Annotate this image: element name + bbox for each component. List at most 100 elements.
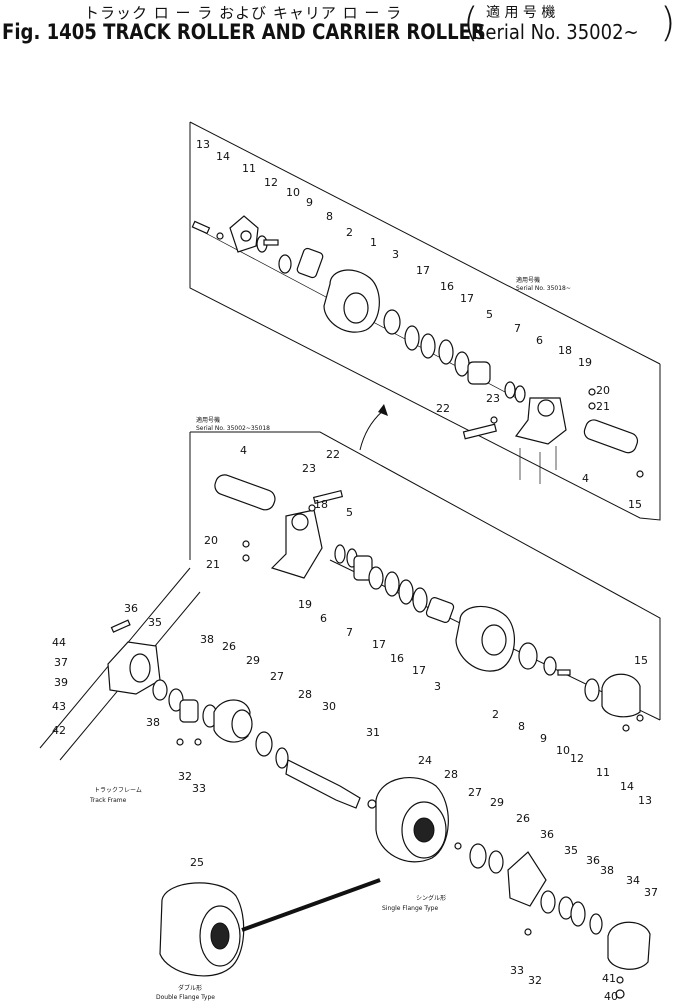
part-number-label: 18 [558,344,572,357]
part-number-label: 10 [286,186,300,199]
part-number-label: 12 [264,176,278,189]
part-number-label: 2 [492,708,499,721]
part-number-label: 3 [392,248,399,261]
part-number-label: 17 [460,292,474,305]
part-number-label: 36 [124,602,138,615]
part-number-label: 36 [540,828,554,841]
single-flange-jp-note: シングル形 [416,894,446,902]
track-frame-en-note: Track Frame [89,797,127,804]
part-number-label: 27 [468,786,482,799]
part-number-label: 12 [570,752,584,765]
part-number-label: 22 [436,402,450,415]
part-number-label: 1 [370,236,377,249]
part-number-label: 28 [444,768,458,781]
part-number-label: 6 [536,334,543,347]
double-flange-jp-note: ダブル形 [178,984,202,992]
part-number-label: 32 [528,974,542,987]
part-number-label: 35 [148,616,162,629]
part-number-label: 44 [52,636,66,649]
single-flange-en-note: Single Flange Type [382,905,438,912]
part-number-label: 22 [326,448,340,461]
part-number-label: 15 [634,654,648,667]
part-number-label: 4 [582,472,589,485]
part-number-label: 38 [146,716,160,729]
part-number-label: 40 [604,990,618,1003]
part-number-label: 37 [644,886,658,899]
figure-title: Fig. 1405 TRACK ROLLER AND CARRIER ROLLE… [2,20,485,44]
part-number-label: 16 [440,280,454,293]
upper-carrier-roller-assembly [191,215,644,484]
part-number-label: 30 [322,700,336,713]
part-number-label: 35 [564,844,578,857]
part-number-label: 39 [54,676,68,689]
track-roller-assembly [39,567,377,809]
part-number-label: 26 [516,812,530,825]
part-number-label: 17 [372,638,386,651]
part-number-label: 16 [390,652,404,665]
part-number-label: 38 [200,633,214,646]
part-number-label: 13 [196,138,210,151]
upper-serial-en-note: Serial No. 35018~ [516,285,571,292]
serial-number-label: Serial No. 35002~ [474,20,639,44]
part-number-label: 36 [586,854,600,867]
part-number-label: 41 [602,972,616,985]
part-number-label: 7 [346,626,353,639]
part-number-label: 15 [628,498,642,511]
part-number-label: 2 [346,226,353,239]
part-number-label: 24 [418,754,432,767]
serial-japanese-label: 適 用 号 機 [486,5,556,21]
part-number-label: 21 [206,558,220,571]
part-number-label: 37 [54,656,68,669]
part-number-label: 29 [246,654,260,667]
lower-carrier-roller-assembly [214,474,644,732]
part-number-label: 9 [540,732,547,745]
part-number-label: 31 [366,726,380,739]
part-number-label: 19 [298,598,312,611]
part-number-label: 4 [240,444,247,457]
part-number-label: 7 [514,322,521,335]
part-number-label: 43 [52,700,66,713]
part-number-label: 9 [306,196,313,209]
part-number-label: 17 [412,664,426,677]
part-number-label: 10 [556,744,570,757]
single-flange-roller [375,777,651,999]
part-number-label: 29 [490,796,504,809]
part-number-label: 19 [578,356,592,369]
part-number-label: 23 [486,392,500,405]
part-number-label: 42 [52,724,66,737]
double-flange-roller [159,878,381,977]
part-number-label: 20 [596,384,610,397]
part-number-label: 18 [314,498,328,511]
part-number-label: 21 [596,400,610,413]
part-number-label: 14 [620,780,634,793]
arrow-up-icon [359,404,388,451]
japanese-title: トラック ロ ー ラ および キャリア ロ ー ラ [84,4,403,22]
part-number-label: 33 [510,964,524,977]
part-number-label: 3 [434,680,441,693]
part-number-label: 28 [298,688,312,701]
part-number-label: 34 [626,874,640,887]
part-number-label: 20 [204,534,218,547]
part-number-label: 14 [216,150,230,163]
upper-serial-jp-note: 適用号機 [516,276,540,284]
part-number-label: 33 [192,782,206,795]
part-number-label: 11 [596,766,610,779]
part-number-label: 11 [242,162,256,175]
part-number-label: 6 [320,612,327,625]
part-number-label: 25 [190,856,204,869]
part-number-label: 38 [600,864,614,877]
part-number-label: 26 [222,640,236,653]
serial-bracket-left: ( [463,0,479,46]
part-number-label: 5 [486,308,493,321]
part-number-label: 8 [518,720,525,733]
part-number-label: 17 [416,264,430,277]
part-number-label: 32 [178,770,192,783]
upper-panel-frame [189,121,661,521]
lower-serial-en-note: Serial No. 35002~35018 [196,425,270,432]
part-number-label: 23 [302,462,316,475]
serial-bracket-right: ) [660,0,673,46]
